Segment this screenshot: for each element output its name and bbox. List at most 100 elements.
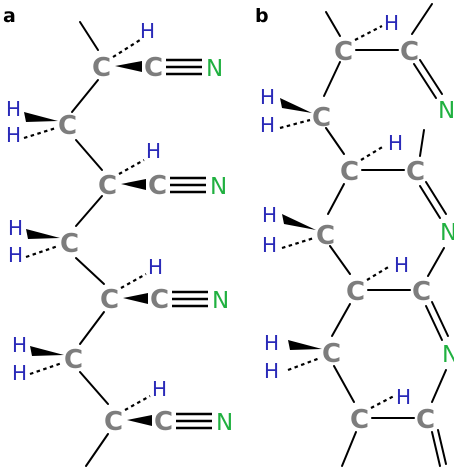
ring-bond xyxy=(431,369,447,403)
hashed-bond xyxy=(366,265,391,281)
hashed-bond xyxy=(360,145,385,161)
hashed-bond xyxy=(287,356,321,372)
wedge-bond xyxy=(26,229,60,239)
hydrogen-atom: H xyxy=(384,11,399,35)
backbone-bond xyxy=(327,183,345,215)
carbon-atom: C xyxy=(400,37,419,67)
panel-b-ladder: C H C N C H H C H C N C H H C H C xyxy=(260,3,454,467)
carbon-atom: C xyxy=(322,339,341,369)
hashed-bond xyxy=(124,395,151,411)
carbon-atom: C xyxy=(144,53,163,83)
hydrogen-atom: H xyxy=(264,359,279,383)
carbon-atom: C xyxy=(334,37,353,67)
carbon-atom: C xyxy=(64,345,83,375)
hashed-bond xyxy=(279,118,311,130)
backbone-bond xyxy=(85,433,109,467)
backbone-bond xyxy=(329,245,351,275)
panel-a-chain: C H C N C H H C H C N C H H C H xyxy=(6,19,233,467)
ring-bond xyxy=(427,247,445,277)
hashed-bond xyxy=(354,25,383,41)
backbone-bond xyxy=(325,127,345,155)
hydrogen-atom: H xyxy=(394,253,409,277)
carbon-atom: C xyxy=(58,111,77,141)
hydrogen-atom: H xyxy=(8,243,23,267)
double-bond xyxy=(419,185,441,219)
hydrogen-atom: H xyxy=(262,203,277,227)
hydrogen-atom: H xyxy=(12,333,27,357)
nitrogen-atom: N xyxy=(442,342,454,368)
hydrogen-atom: H xyxy=(148,255,163,279)
hashed-bond xyxy=(112,39,141,58)
carbon-atom: C xyxy=(412,277,431,307)
carbon-atom: C xyxy=(416,405,435,435)
backbone-bond xyxy=(341,431,357,467)
carbon-atom: C xyxy=(346,277,365,307)
wedge-bond xyxy=(282,214,316,230)
hydrogen-atom: H xyxy=(140,19,155,43)
hydrogen-atom: H xyxy=(152,377,167,401)
carbon-atom: C xyxy=(98,171,117,201)
hydrogen-atom: H xyxy=(6,97,21,121)
wedge-bond xyxy=(288,340,322,350)
hashed-bond xyxy=(23,126,57,140)
panel-label-b: b xyxy=(255,5,269,27)
hydrogen-atom: H xyxy=(264,331,279,355)
backbone-bond xyxy=(75,139,103,171)
carbon-atom: C xyxy=(148,171,167,201)
hashed-bond xyxy=(25,244,59,259)
backbone-bond xyxy=(79,311,105,345)
panel-label-a: a xyxy=(3,5,16,27)
backbone-bond xyxy=(75,195,103,227)
hashed-bond xyxy=(281,236,315,250)
nitrogen-atom: N xyxy=(212,288,229,314)
hashed-bond xyxy=(370,395,395,409)
backbone-bond xyxy=(71,79,99,113)
backbone-bond xyxy=(331,303,351,337)
nitrogen-atom: N xyxy=(216,410,233,436)
hydrogen-atom: H xyxy=(260,85,275,109)
backbone-bond xyxy=(79,371,109,405)
hashed-bond xyxy=(29,361,63,376)
hydrogen-atom: H xyxy=(388,131,403,155)
double-bond xyxy=(431,431,441,467)
hydrogen-atom: H xyxy=(12,361,27,385)
carbon-atom: C xyxy=(150,285,169,315)
carbon-atom: C xyxy=(60,229,79,259)
nitrogen-atom: N xyxy=(210,174,227,200)
wedge-bond xyxy=(115,61,142,72)
wedge-bond xyxy=(30,346,64,356)
backbone-bond xyxy=(333,365,355,403)
hydrogen-atom: H xyxy=(260,113,275,137)
carbon-atom: C xyxy=(350,405,369,435)
carbon-atom: C xyxy=(340,157,359,187)
carbon-atom: C xyxy=(92,53,111,83)
carbon-atom: C xyxy=(104,407,123,437)
ring-bond xyxy=(419,129,425,157)
wedge-bond xyxy=(24,112,58,122)
ring-bond xyxy=(411,3,433,35)
wedge-bond xyxy=(121,179,146,190)
hydrogen-atom: H xyxy=(146,139,161,163)
nitrogen-atom: N xyxy=(206,56,223,82)
wedge-bond xyxy=(123,293,148,304)
carbon-atom: C xyxy=(100,285,119,315)
nitrogen-atom: N xyxy=(440,220,454,246)
carbon-atom: C xyxy=(312,103,331,133)
wedge-bond xyxy=(127,415,152,426)
nitrogen-atom: N xyxy=(438,98,454,124)
hydrogen-atom: H xyxy=(396,385,411,409)
carbon-atom: C xyxy=(154,407,173,437)
hydrogen-atom: H xyxy=(8,216,23,240)
carbon-atom: C xyxy=(316,221,335,251)
hydrogen-atom: H xyxy=(262,233,277,257)
double-bond xyxy=(413,63,437,99)
hydrogen-atom: H xyxy=(6,123,21,147)
double-bond xyxy=(425,305,443,341)
hashed-bond xyxy=(118,159,145,175)
backbone-bond xyxy=(75,257,105,285)
backbone-bond xyxy=(79,21,99,51)
backbone-bond xyxy=(323,61,341,97)
carbon-atom: C xyxy=(406,157,425,187)
hashed-bond xyxy=(120,273,147,289)
